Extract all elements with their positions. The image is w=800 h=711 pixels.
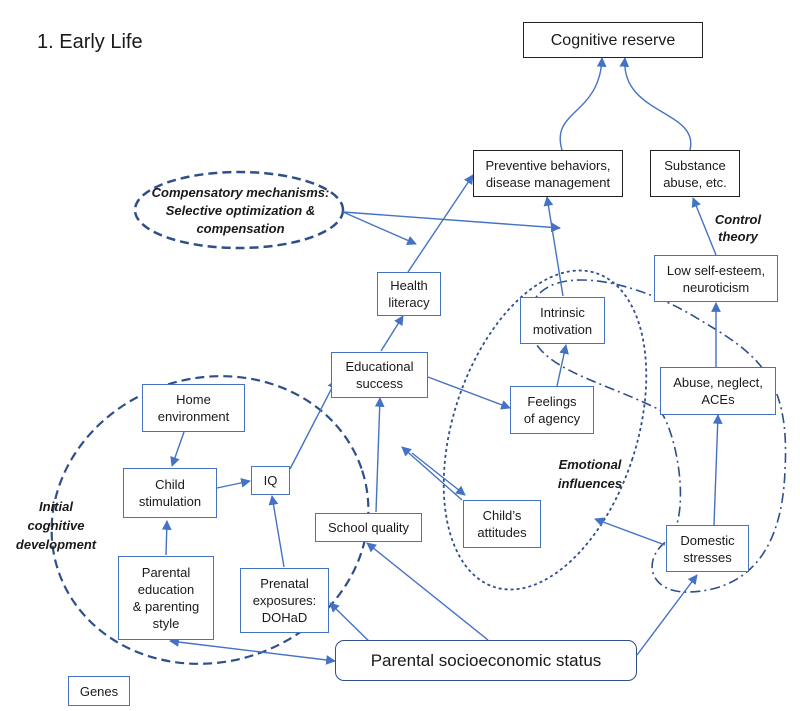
node-genes: Genes (68, 676, 130, 706)
arrow-parented-to-childstim (161, 520, 172, 556)
arrow-compensatory-to-intrinsic (342, 211, 561, 233)
node-child-stimulation: Child stimulation (123, 468, 217, 518)
node-childs-attitudes: Child’s attitudes (463, 500, 541, 548)
node-iq: IQ (251, 466, 290, 495)
arrow-iq-to-edsuccess (289, 379, 337, 470)
arrow-compensatory-to-health (342, 211, 417, 245)
page-title: 1. Early Life (37, 31, 143, 53)
arrow-intrinsic-to-preventive (543, 196, 564, 297)
node-cognitive-reserve: Cognitive reserve (523, 22, 703, 58)
arrow-preventive-to-reserve (559, 57, 607, 151)
arrow-domestic-to-emotional (594, 517, 666, 546)
arrow-childstim-to-iq (216, 478, 251, 489)
arrow-agency-to-intrinsic (556, 344, 569, 387)
arrow-home-to-childstim (170, 431, 185, 467)
arrow-substance-to-reserve (619, 57, 692, 151)
arrow-health-to-preventive (407, 174, 474, 273)
node-parental-education: Parental education & parenting style (118, 556, 214, 640)
node-low-self-esteem: Low self-esteem, neuroticism (654, 255, 778, 302)
arrow-ses-to-school (366, 542, 489, 641)
node-domestic-stresses: Domestic stresses (666, 525, 749, 572)
arrow-ses-parented (169, 637, 336, 665)
label-emotional-influences: Emotional influences (557, 457, 623, 491)
node-intrinsic-motivation: Intrinsic motivation (520, 297, 605, 344)
arrow-domestic-to-abuse (712, 414, 723, 526)
arrow-prenatal-to-iq (268, 495, 285, 568)
node-abuse-neglect: Abuse, neglect, ACEs (660, 367, 776, 415)
arrow-attitudes-to-edsuccess (401, 446, 463, 501)
arrow-edsuccess-to-health (380, 315, 404, 352)
node-substance-abuse: Substance abuse, etc. (650, 150, 740, 197)
emotional-influences-ellipse (442, 269, 648, 591)
node-health-literacy: Health literacy (377, 272, 441, 316)
node-parental-ses: Parental socioeconomic status (335, 640, 637, 681)
label-initial-cognitive-development: Initial cognitive development (15, 499, 97, 552)
node-school-quality: School quality (315, 513, 422, 542)
arrow-edsuccess-to-attitudes (411, 452, 466, 496)
node-prenatal-exposures: Prenatal exposures: DOHaD (240, 568, 329, 633)
node-preventive-behaviors: Preventive behaviors, disease management (473, 150, 623, 197)
arrow-lowself-to-substance (691, 197, 717, 256)
arrow-school-to-edsuccess (374, 397, 385, 513)
arrow-edsuccess-to-agency (427, 376, 511, 410)
label-compensatory-mechanisms: Compensatory mechanisms: Selective optim… (151, 185, 330, 236)
compensatory-ellipse (133, 170, 345, 250)
label-control-theory: Control theory (714, 212, 762, 244)
arrow-ses-to-domestic (636, 574, 698, 656)
node-feelings-of-agency: Feelings of agency (510, 386, 594, 434)
initial-cognitive-ellipse (50, 375, 370, 665)
node-home-environment: Home environment (142, 384, 245, 432)
node-educational-success: Educational success (331, 352, 428, 398)
